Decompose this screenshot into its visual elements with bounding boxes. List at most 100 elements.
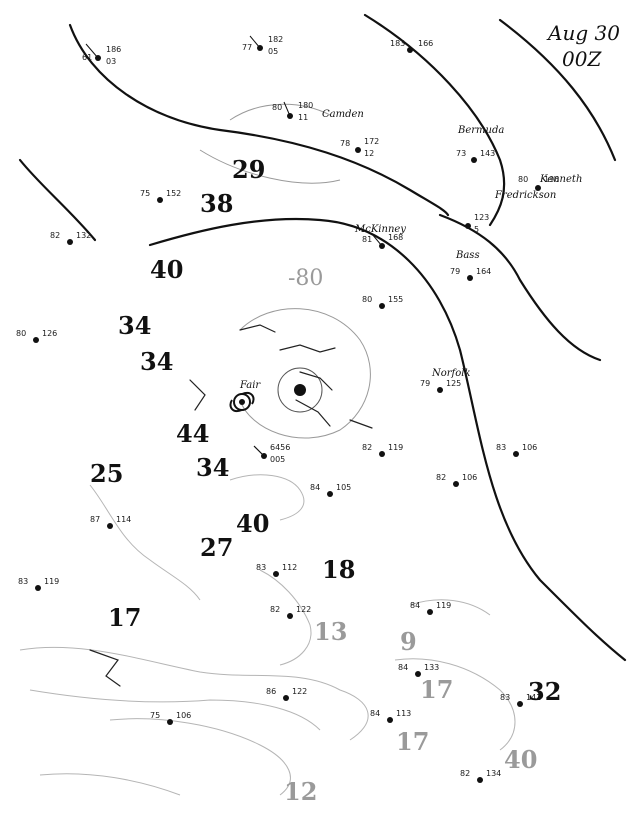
storm-ring-icon [277, 367, 323, 413]
station-value: 80 [518, 175, 528, 184]
station-plots: 61 186 03 77 182 05 183 166 80 180 11 78… [16, 35, 559, 783]
station-value: 166 [418, 39, 433, 48]
station-value: 122 [296, 605, 311, 614]
isobar-1 [68, 23, 450, 217]
station-plot: 83 112 [256, 563, 297, 577]
station-name: Norfolk [431, 368, 471, 379]
station-circle [465, 223, 471, 229]
station-value: 61 [82, 53, 92, 62]
station-value: 126 [42, 329, 57, 338]
wind-barb [371, 233, 383, 247]
station-plot: 82 119 [362, 443, 403, 457]
big-number: 34 [118, 311, 151, 340]
station-plot: 84 105 [310, 483, 351, 497]
station-value: 73 [456, 149, 466, 158]
station-value: 80 [272, 103, 282, 112]
big-number: 29 [232, 155, 265, 184]
station-value: 6456 [270, 443, 290, 452]
station-value: 82 [362, 443, 372, 452]
station-name: Kenneth [539, 174, 582, 185]
station-plot: 83 141 [500, 693, 541, 707]
hurricane-symbol-icon [229, 392, 255, 412]
station-circle [379, 451, 385, 457]
isobar-label: -80 [288, 266, 323, 291]
isobar-3 [498, 18, 617, 162]
large-numbers: 29 38 40 34 34 44 25 34 40 27 18 17 13 9… [90, 155, 561, 806]
station-value: 83 [256, 563, 266, 572]
station-circle [453, 481, 459, 487]
station-circle [67, 239, 73, 245]
station-plot: 78 172 12 [340, 137, 379, 158]
wind-barb [253, 445, 265, 457]
station-plot: 82 132 [50, 231, 91, 245]
station-circle [283, 695, 289, 701]
station-value: 84 [370, 709, 380, 718]
station-value: 183 [390, 39, 405, 48]
station-plot: 79 164 [450, 267, 491, 281]
valid-date: Aug 30 [546, 21, 620, 45]
station-value: 125 [446, 379, 461, 388]
station-plot: 81 168 [362, 233, 403, 249]
coastlines [19, 474, 516, 796]
station-plot: 83 119 [18, 577, 59, 591]
station-plot: 87 114 [90, 515, 131, 529]
big-number: 40 [150, 255, 183, 284]
station-plot: 75 106 [150, 711, 191, 725]
station-circle [273, 571, 279, 577]
station-value: 84 [410, 601, 420, 610]
station-name: Fredrickson [494, 190, 556, 201]
station-value: 119 [436, 601, 451, 610]
big-number: 17 [420, 675, 453, 704]
station-value: 119 [44, 577, 59, 586]
station-value: 112 [282, 563, 297, 572]
station-plot: 82 134 [460, 769, 501, 783]
station-value: 172 [364, 137, 379, 146]
station-value: 106 [176, 711, 191, 720]
station-value: 196 [544, 175, 559, 184]
big-number: 17 [108, 603, 141, 632]
station-circle [477, 777, 483, 783]
station-value: 122 [292, 687, 307, 696]
station-value: 113 [396, 709, 411, 718]
station-name: Camden [322, 109, 364, 120]
station-value: 83 [500, 693, 510, 702]
station-plot: 77 182 05 [242, 35, 283, 56]
station-circle [513, 451, 519, 457]
station-value: 05 [268, 47, 278, 56]
big-number: 32 [528, 677, 561, 706]
station-circle [355, 147, 361, 153]
station-value: 79 [420, 379, 430, 388]
isobars [18, 13, 627, 662]
storm-circulation [199, 103, 371, 439]
station-circle [517, 701, 523, 707]
station-value: 78 [340, 139, 350, 148]
station-value: 119 [388, 443, 403, 452]
station-circle [467, 275, 473, 281]
station-value: 105 [336, 483, 351, 492]
station-name: Bass [455, 250, 480, 261]
station-value: 82 [270, 605, 280, 614]
station-circle [33, 337, 39, 343]
station-value: 82 [436, 473, 446, 482]
station-value: 133 [424, 663, 439, 672]
station-value: 152 [166, 189, 181, 198]
isobar-4 [18, 158, 97, 242]
station-plot: 80 196 [518, 175, 559, 191]
station-plot: 82 122 [270, 605, 311, 619]
big-number: 44 [176, 419, 209, 448]
station-circle [407, 47, 413, 53]
station-circle [379, 303, 385, 309]
map-header: Aug 30 00Z [546, 21, 620, 71]
station-circle [107, 523, 113, 529]
station-circle [471, 157, 477, 163]
station-value: 155 [388, 295, 403, 304]
station-plot: 83 106 [496, 443, 537, 457]
station-circle [387, 717, 393, 723]
station-name: McKinney [354, 224, 406, 235]
station-value: 132 [76, 231, 91, 240]
isobar-6 [438, 213, 602, 362]
station-name: Bermuda [457, 125, 504, 136]
station-plot: 79 125 [420, 379, 461, 393]
wind-barb [249, 35, 261, 49]
